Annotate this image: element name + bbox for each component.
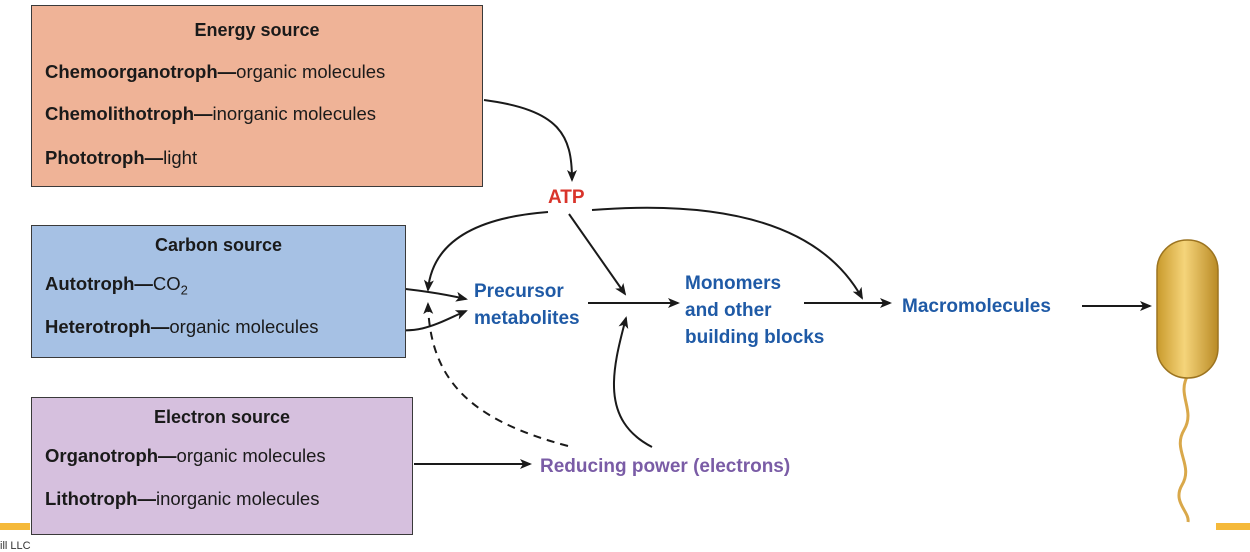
dash: —	[194, 103, 213, 124]
electron-row-organotroph: Organotroph—organic molecules	[45, 445, 326, 467]
accent-bar-left	[0, 523, 30, 530]
term: Lithotroph	[45, 488, 138, 509]
dash: —	[134, 273, 153, 294]
accent-bar-right	[1216, 523, 1250, 530]
dash: —	[217, 61, 237, 82]
bacterium-cell	[1156, 239, 1219, 523]
dash: —	[158, 445, 177, 466]
description: CO	[152, 273, 181, 294]
arrow-atp-to-merge	[568, 213, 627, 296]
macromolecules-label: Macromolecules	[902, 296, 1051, 317]
term: Chemolithotroph	[45, 103, 195, 124]
subscript: 2	[180, 282, 188, 298]
description: organic molecules	[236, 61, 386, 82]
monomers-line-3: building blocks	[685, 327, 825, 348]
monomers-line-1: Monomers	[685, 273, 782, 294]
reducing-power-label: Reducing power (electrons)	[540, 456, 791, 477]
energy-row-chemoorganotroph: Chemoorganotroph—organic molecules	[45, 61, 385, 83]
flagellum	[1177, 374, 1190, 523]
energy-row-phototroph: Phototroph—light	[45, 147, 197, 169]
electron-source-box: Electron source Organotroph—organic mole…	[31, 397, 413, 535]
energy-source-box: Energy source Chemoorganotroph—organic m…	[31, 5, 483, 187]
term: Phototroph	[45, 147, 145, 168]
carbon-row-autotroph: Autotroph—CO2	[45, 273, 188, 298]
term: Organotroph	[45, 445, 159, 466]
carbon-source-box: Carbon source Autotroph—CO2 Heterotroph—…	[31, 225, 406, 358]
carbon-source-title: Carbon source	[154, 235, 283, 255]
term: Autotroph	[45, 273, 135, 294]
energy-row-chemolithotroph: Chemolithotroph—inorganic molecules	[45, 103, 376, 125]
description: light	[163, 147, 198, 168]
arrow-reducing-to-carbon-dashed	[423, 302, 569, 447]
precursor-metabolites-label: Precursor metabolites	[474, 278, 580, 332]
arrow-reducing-to-merge	[612, 316, 653, 448]
arrow-atp-to-macromolecules	[591, 206, 863, 300]
electron-source-title: Electron source	[153, 407, 291, 427]
dash: —	[144, 147, 164, 168]
description: organic molecules	[169, 316, 319, 337]
energy-source-title: Energy source	[194, 20, 320, 40]
footer-credit: ill LLC	[0, 540, 31, 552]
electron-row-lithotroph: Lithotroph—inorganic molecules	[45, 488, 319, 510]
term: Heterotroph	[45, 316, 151, 337]
monomers-line-2: and other	[685, 300, 772, 321]
precursor-line-1: Precursor	[474, 281, 564, 302]
arrow-energy-to-atp	[483, 99, 577, 182]
description: inorganic molecules	[212, 103, 377, 124]
dash: —	[137, 488, 156, 509]
carbon-row-heterotroph: Heterotroph—organic molecules	[45, 316, 318, 338]
monomers-label: Monomers and other building blocks	[685, 270, 824, 351]
description: inorganic molecules	[155, 488, 320, 509]
atp-label: ATP	[548, 187, 585, 208]
precursor-line-2: metabolites	[474, 308, 580, 329]
term: Chemoorganotroph	[45, 61, 218, 82]
description: organic molecules	[176, 445, 326, 466]
dash: —	[150, 316, 170, 337]
arrow-atp-to-carbon-entry	[423, 211, 549, 292]
